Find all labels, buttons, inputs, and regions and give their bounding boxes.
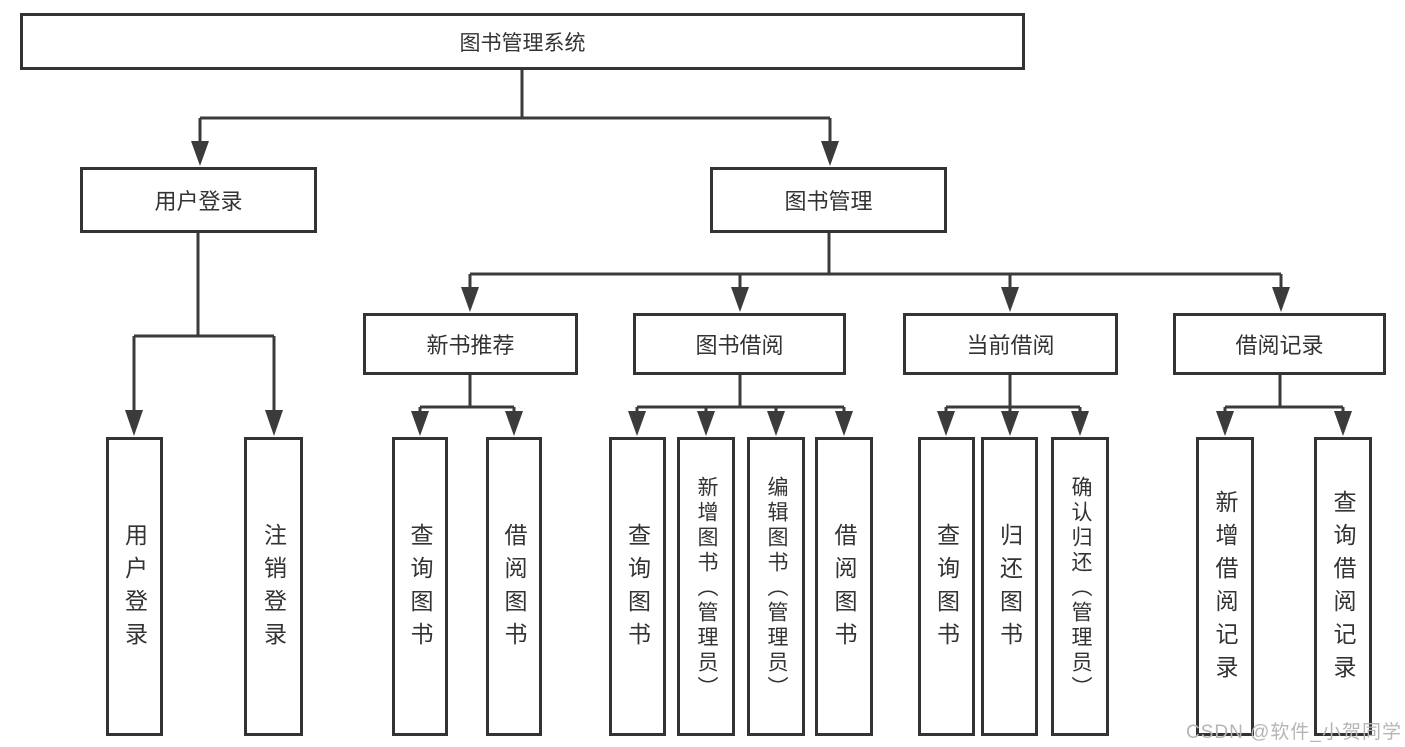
- node-library-system: 图书管理系统: [20, 13, 1025, 70]
- leaf-query-borrow-record: 查询借阅记录: [1314, 437, 1372, 736]
- arrowhead-icon: [767, 411, 785, 436]
- leaf-query-books-2: 查询图书: [609, 437, 666, 736]
- arrowhead-icon: [265, 410, 283, 436]
- leaf-add-books-admin: 新增图书（管理员）: [677, 437, 735, 736]
- arrowhead-icon: [821, 141, 839, 166]
- arrowhead-icon: [191, 141, 209, 166]
- connector-borrow-records-children: [1216, 374, 1352, 436]
- leaf-return-books: 归还图书: [981, 437, 1038, 736]
- connector-current-borrow-children: [937, 374, 1089, 436]
- node-borrow-records: 借阅记录: [1173, 313, 1386, 375]
- arrowhead-icon: [1216, 411, 1234, 436]
- arrowhead-icon: [1071, 411, 1089, 436]
- arrowhead-icon: [125, 410, 143, 436]
- connector-root-to-level2: [191, 70, 839, 166]
- leaf-user-login: 用户登录: [106, 437, 163, 736]
- node-book-borrowing: 图书借阅: [633, 313, 846, 375]
- arrowhead-icon: [697, 411, 715, 436]
- leaf-borrow-books-2: 借阅图书: [815, 437, 873, 736]
- arrowhead-icon: [1334, 411, 1352, 436]
- node-book-management: 图书管理: [710, 167, 947, 233]
- leaf-edit-books-admin: 编辑图书（管理员）: [747, 437, 805, 736]
- arrowhead-icon: [731, 287, 749, 312]
- arrowhead-icon: [411, 411, 429, 436]
- leaf-add-borrow-record: 新增借阅记录: [1196, 437, 1254, 736]
- arrowhead-icon: [835, 411, 853, 436]
- arrowhead-icon: [628, 411, 646, 436]
- leaf-query-books-3: 查询图书: [918, 437, 975, 736]
- node-new-book-recommend: 新书推荐: [363, 313, 578, 375]
- arrowhead-icon: [461, 287, 479, 312]
- leaf-borrow-books-1: 借阅图书: [486, 437, 542, 736]
- node-current-borrowing: 当前借阅: [903, 313, 1118, 375]
- connector-book-borrow-children: [628, 374, 853, 436]
- arrowhead-icon: [1001, 287, 1019, 312]
- csdn-watermark: CSDN @软件_小贺同学: [1186, 722, 1402, 743]
- arrowhead-icon: [1272, 287, 1290, 312]
- leaf-logout: 注销登录: [244, 437, 303, 736]
- connector-book-mgmt-children: [461, 232, 1290, 312]
- node-user-login: 用户登录: [80, 167, 317, 233]
- leaf-query-books-1: 查询图书: [392, 437, 448, 736]
- leaf-confirm-return-admin: 确认归还（管理员）: [1051, 437, 1109, 736]
- connector-user-login-children: [125, 232, 283, 436]
- arrowhead-icon: [505, 411, 523, 436]
- arrowhead-icon: [1001, 411, 1019, 436]
- connector-new-books-children: [411, 374, 523, 436]
- arrowhead-icon: [937, 411, 955, 436]
